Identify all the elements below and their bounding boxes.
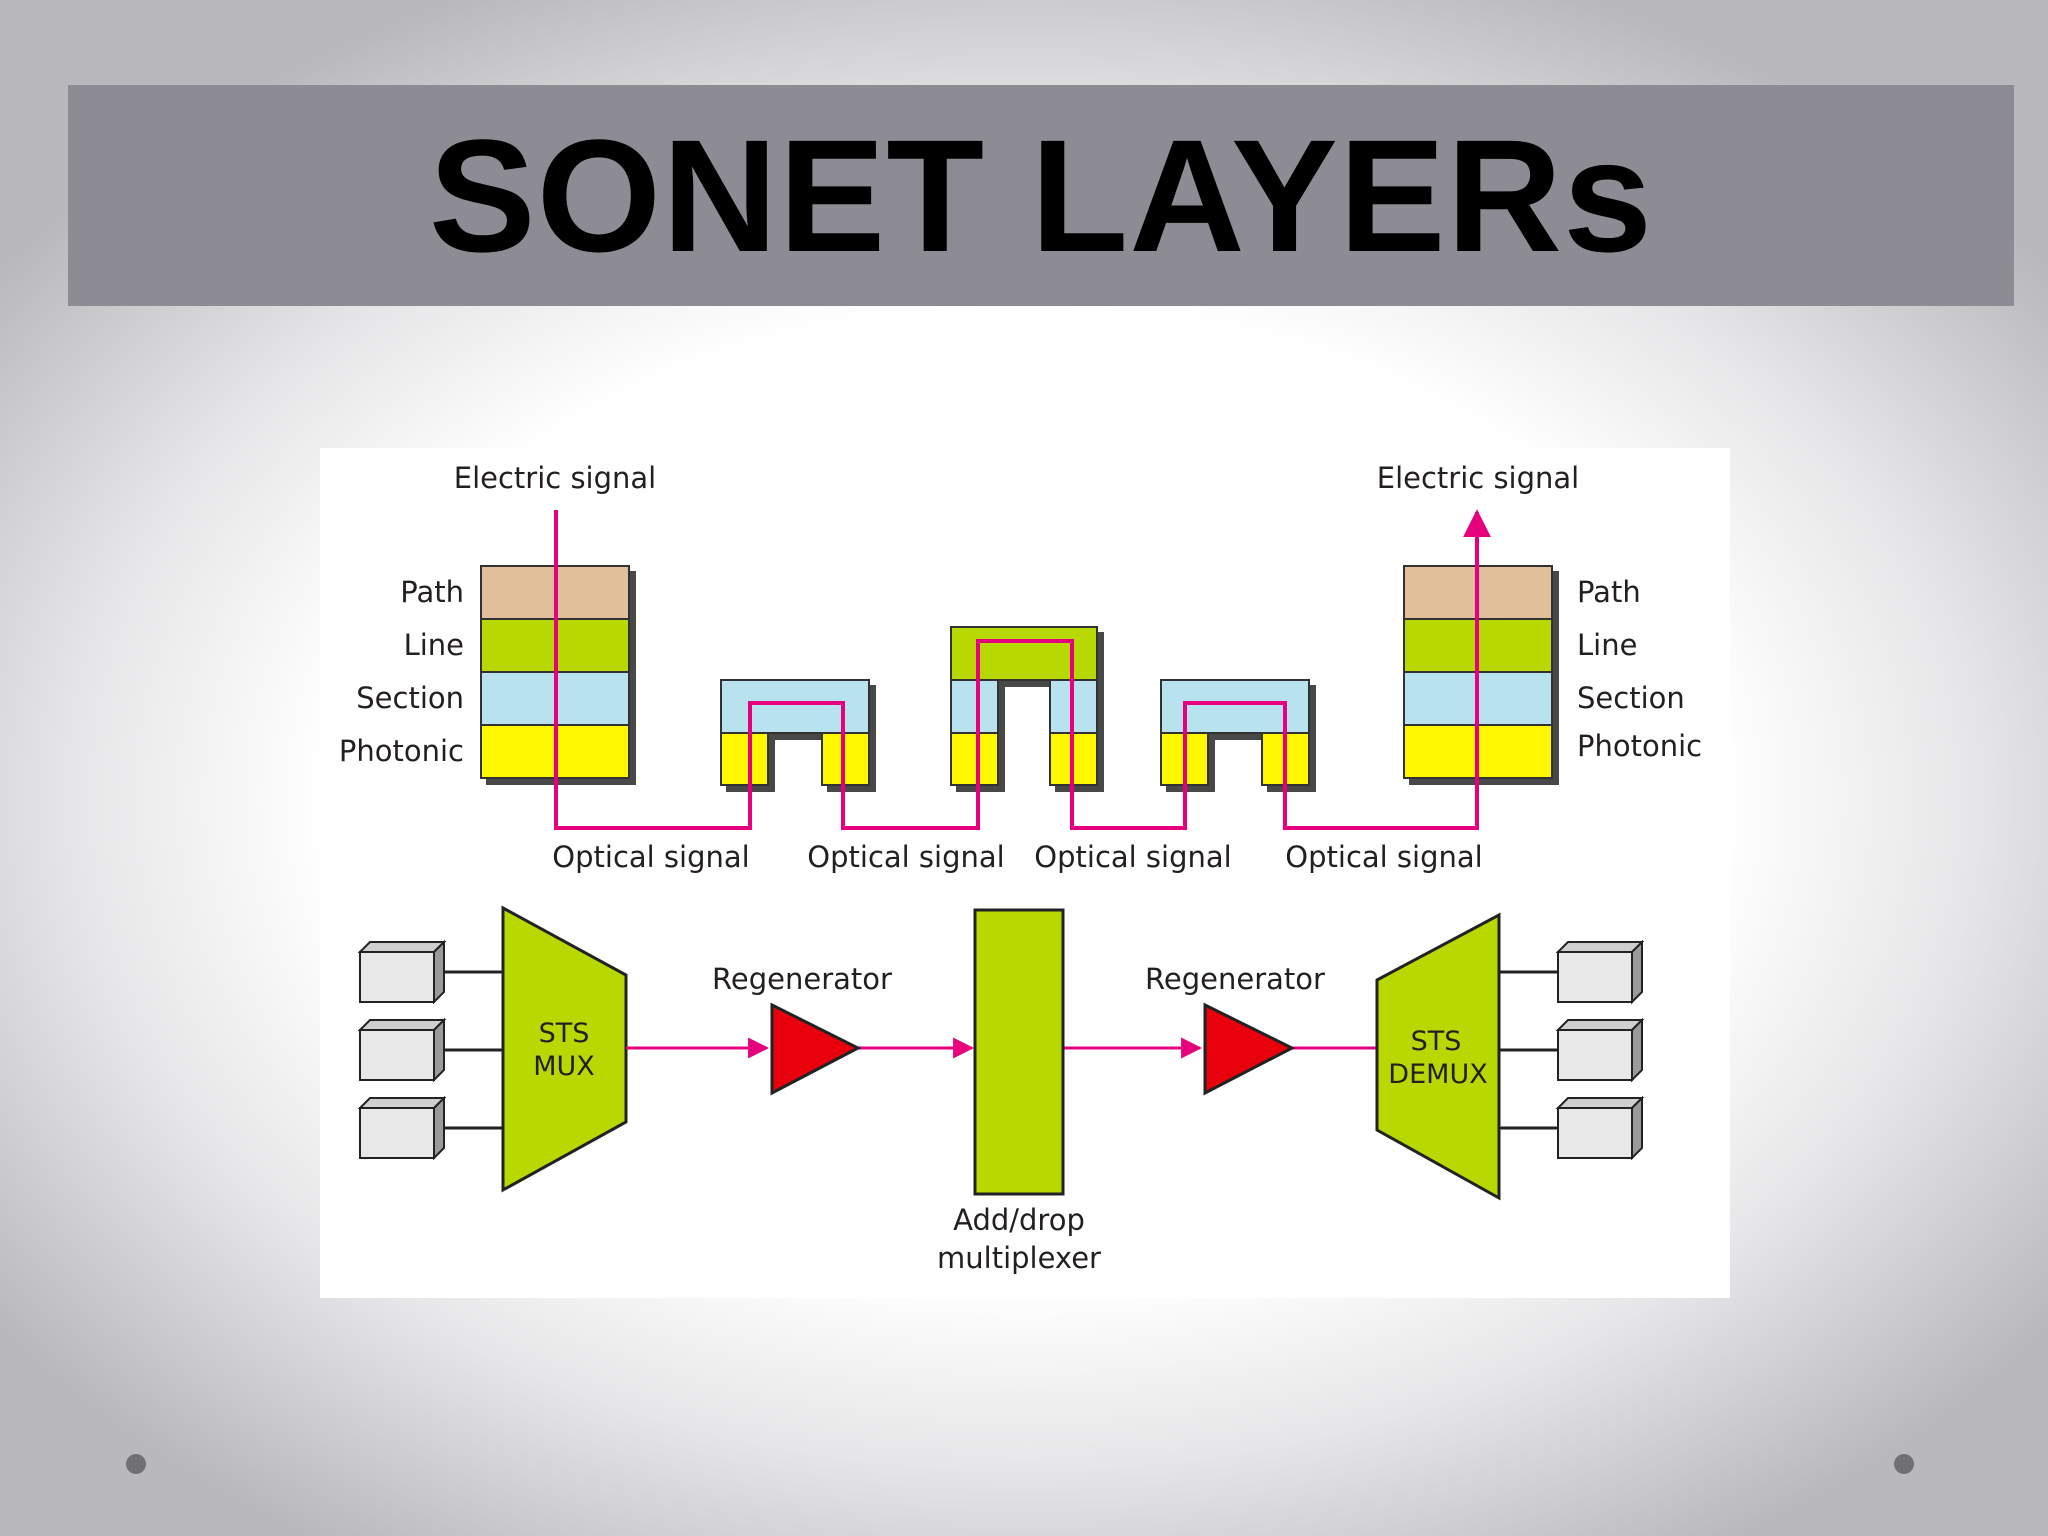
optical-signal-label-2: Optical signal bbox=[807, 840, 1004, 874]
slide-title: SONET LAYERs bbox=[428, 105, 1654, 285]
layer-label-right-section: Section bbox=[1577, 681, 1685, 715]
adm-layer-stack bbox=[950, 626, 1098, 786]
title-bar: SONET LAYERs bbox=[68, 85, 2014, 306]
regenerator-1-label: Regenerator bbox=[712, 962, 892, 996]
sts-demux bbox=[1375, 912, 1501, 1201]
regenerator-stack-1 bbox=[720, 679, 870, 786]
left-tributaries bbox=[357, 939, 503, 1161]
layer-label-left-photonic: Photonic bbox=[339, 734, 464, 768]
sts-mux bbox=[501, 905, 628, 1193]
optical-signal-label-1: Optical signal bbox=[552, 840, 749, 874]
demux-label-line2: DEMUX bbox=[1388, 1059, 1487, 1090]
right-tributaries bbox=[1499, 939, 1645, 1161]
corner-dot-right bbox=[1894, 1454, 1914, 1474]
signal-path bbox=[554, 509, 1491, 830]
mux-label-line2: MUX bbox=[533, 1051, 595, 1082]
optical-signal-label-4: Optical signal bbox=[1285, 840, 1482, 874]
layer-label-right-path: Path bbox=[1577, 575, 1641, 609]
layer-label-left-line: Line bbox=[404, 628, 464, 662]
electric-signal-in-label: Electric signal bbox=[454, 461, 656, 495]
layer-label-left-path: Path bbox=[400, 575, 464, 609]
adm-label-line2: multiplexer bbox=[937, 1241, 1101, 1275]
mux-label-line1: STS bbox=[539, 1018, 590, 1049]
regenerator-1 bbox=[770, 1002, 862, 1096]
layer-label-right-line: Line bbox=[1577, 628, 1637, 662]
demux-label-line1: STS bbox=[1411, 1026, 1462, 1057]
corner-dot-left bbox=[126, 1454, 146, 1474]
electric-signal-out-label: Electric signal bbox=[1377, 461, 1579, 495]
regenerator-2-label: Regenerator bbox=[1145, 962, 1325, 996]
adm-label-line1: Add/drop bbox=[953, 1203, 1085, 1237]
regenerator-2 bbox=[1203, 1002, 1296, 1096]
layer-label-left-section: Section bbox=[356, 681, 464, 715]
add-drop-multiplexer bbox=[973, 908, 1065, 1196]
layer-label-right-photonic: Photonic bbox=[1577, 729, 1702, 763]
optical-signal-label-3: Optical signal bbox=[1034, 840, 1231, 874]
